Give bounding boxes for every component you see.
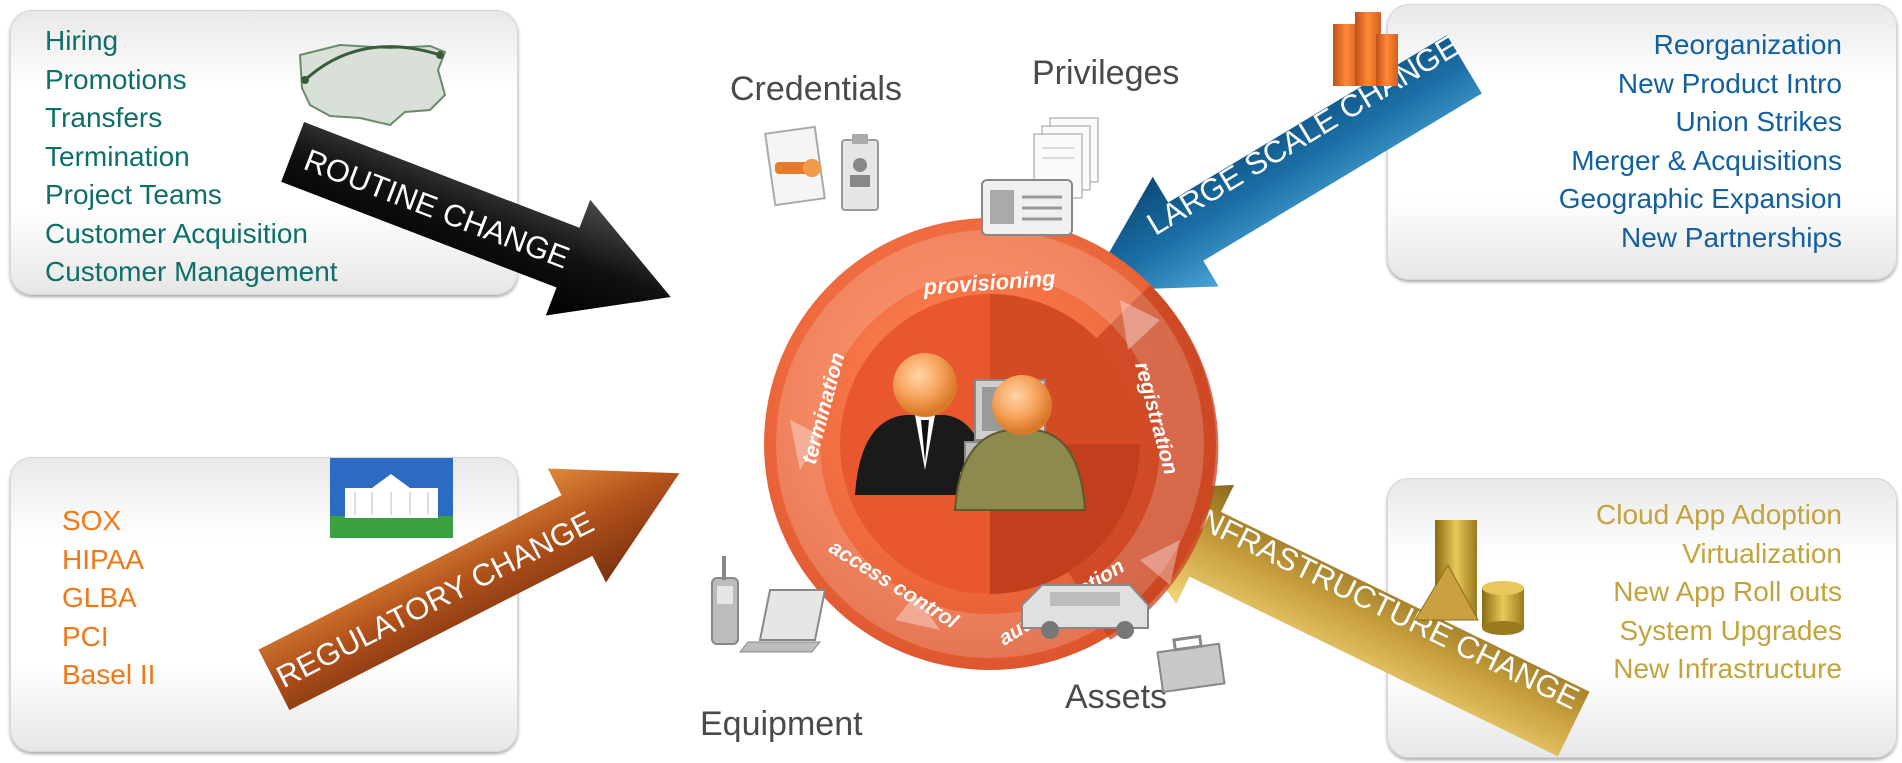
cell-phone-icon [711, 556, 739, 645]
list-item: Termination [45, 140, 190, 172]
large-scale-change-label: LARGE SCALE CHANGE [1141, 28, 1465, 242]
person-admin-icon [855, 353, 990, 495]
list-item: Reorganization [1653, 29, 1842, 60]
server-database-icon [1414, 520, 1524, 635]
regulatory-change-arrow: REGULATORY CHANGE [258, 468, 680, 711]
list-item: SOX [62, 505, 122, 536]
documents-id-card-icon [981, 117, 1099, 236]
lifecycle-cycle: provisioning registration authentication… [764, 218, 1219, 670]
list-item: Geographic Expansion [1558, 183, 1842, 214]
list-item: Customer Management [45, 256, 338, 287]
list-item: Hiring [45, 25, 119, 56]
person-user-icon [953, 375, 1087, 511]
large-scale-change-list: Reorganization New Product Intro Union S… [1559, 26, 1842, 257]
list-item: Cloud App Adoption [1596, 499, 1842, 530]
list-item: New App Roll outs [1613, 576, 1842, 607]
regulatory-change-list: SOX HIPAA GLBA PCI Basel II [62, 502, 155, 695]
van-icon [1021, 584, 1149, 639]
routine-change-list: Hiring Promotions Transfers Termination … [45, 22, 338, 292]
list-item: New Product Intro [1617, 67, 1842, 99]
list-item: Transfers [45, 102, 163, 133]
list-item: New Partnerships [1621, 221, 1842, 253]
list-item: Project Teams [45, 179, 222, 210]
us-map-icon [298, 43, 447, 127]
list-item: System Upgrades [1619, 614, 1842, 646]
list-item: Merger & Acquisitions [1571, 144, 1842, 176]
assets-label: Assets [1065, 678, 1168, 716]
large-scale-change-box [1387, 4, 1897, 280]
routine-change-label: ROUTINE CHANGE [299, 142, 574, 275]
list-item: Union Strikes [1675, 106, 1842, 137]
id-badge-icon [841, 134, 879, 211]
privileges-label: Privileges [1032, 54, 1180, 92]
list-item: HIPAA [62, 543, 144, 575]
toolbox-icon [1156, 634, 1226, 694]
credentials-label: Credentials [730, 70, 902, 108]
list-item: Customer Acquisition [45, 217, 309, 249]
office-buildings-icon [1333, 12, 1398, 86]
routine-change-arrow: ROUTINE CHANGE [281, 122, 671, 316]
infrastructure-change-list: Cloud App Adoption Virtualization New Ap… [1596, 496, 1842, 689]
list-item: Promotions [45, 63, 187, 95]
list-item: New Infrastructure [1613, 653, 1842, 684]
list-item: PCI [62, 620, 109, 652]
list-item: Basel II [62, 659, 156, 690]
list-item: Virtualization [1682, 537, 1842, 569]
white-house-icon [330, 458, 453, 538]
list-item: GLBA [62, 582, 137, 613]
laptop-icon [738, 589, 827, 653]
infrastructure-change-label: INFRASTRUCTURE CHANGE [1187, 498, 1585, 716]
certificate-key-icon [764, 125, 826, 207]
equipment-label: Equipment [700, 705, 863, 743]
